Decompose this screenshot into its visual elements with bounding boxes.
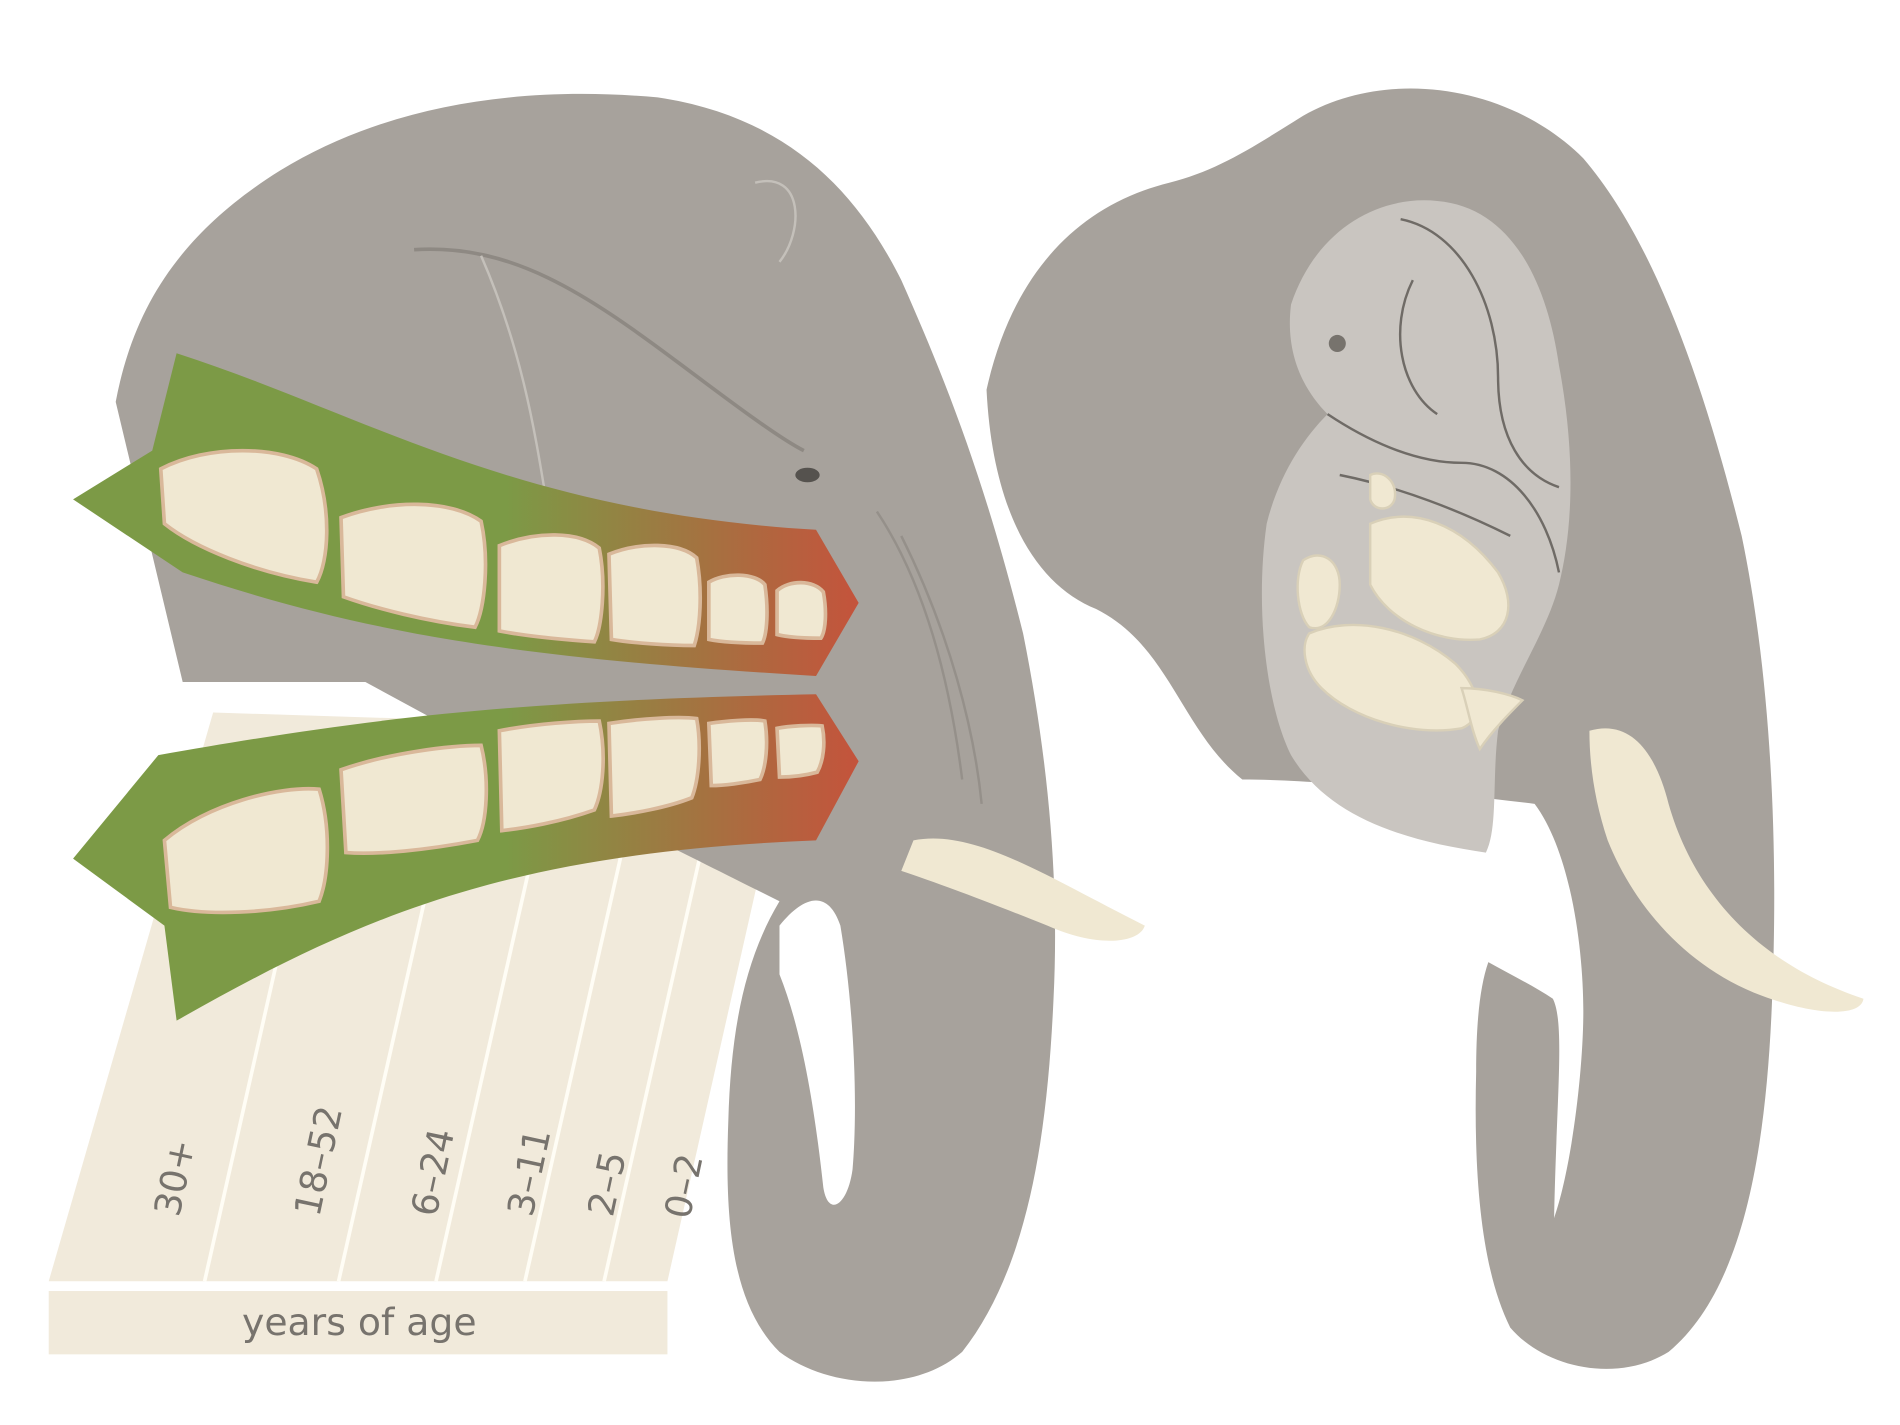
age-axis-bar: [48, 1291, 668, 1355]
lower-jaw-band: [73, 694, 859, 1021]
left-eye-icon: [795, 467, 820, 483]
age-axis-label: years of age: [242, 1300, 477, 1344]
left-mouth-cutout: [779, 900, 855, 1205]
right-eye-socket-icon: [1328, 334, 1346, 352]
left-tusk: [901, 838, 1145, 941]
right-upper-molar: [1368, 515, 1510, 642]
right-tusk-root: [1459, 686, 1525, 752]
upper-jaw-band: [73, 353, 859, 676]
lower-molar-4: [497, 719, 605, 833]
right-small-molar: [1368, 472, 1397, 510]
upper-molar-3: [607, 543, 703, 648]
lower-molar-1: [775, 723, 826, 779]
lower-molar-2: [706, 718, 769, 788]
right-lower-molar: [1303, 623, 1479, 732]
left-ear-fold: [479, 179, 797, 512]
right-elephant-head: [986, 88, 1864, 1369]
upper-molar-4: [497, 533, 605, 644]
upper-molar-5: [339, 502, 488, 630]
upper-molar-2: [707, 573, 769, 645]
left-ear-line: [413, 247, 805, 453]
lower-molar-3: [607, 715, 701, 819]
upper-molar-6: [158, 448, 329, 585]
right-premolars: [1296, 554, 1341, 630]
right-skull-lines: [1326, 218, 1561, 573]
lower-molar-5: [339, 743, 489, 856]
lower-molar-6: [162, 786, 330, 915]
right-tusk: [1589, 728, 1864, 1012]
upper-molar-1: [775, 580, 828, 641]
left-trunk-wrinkles: [875, 510, 983, 804]
